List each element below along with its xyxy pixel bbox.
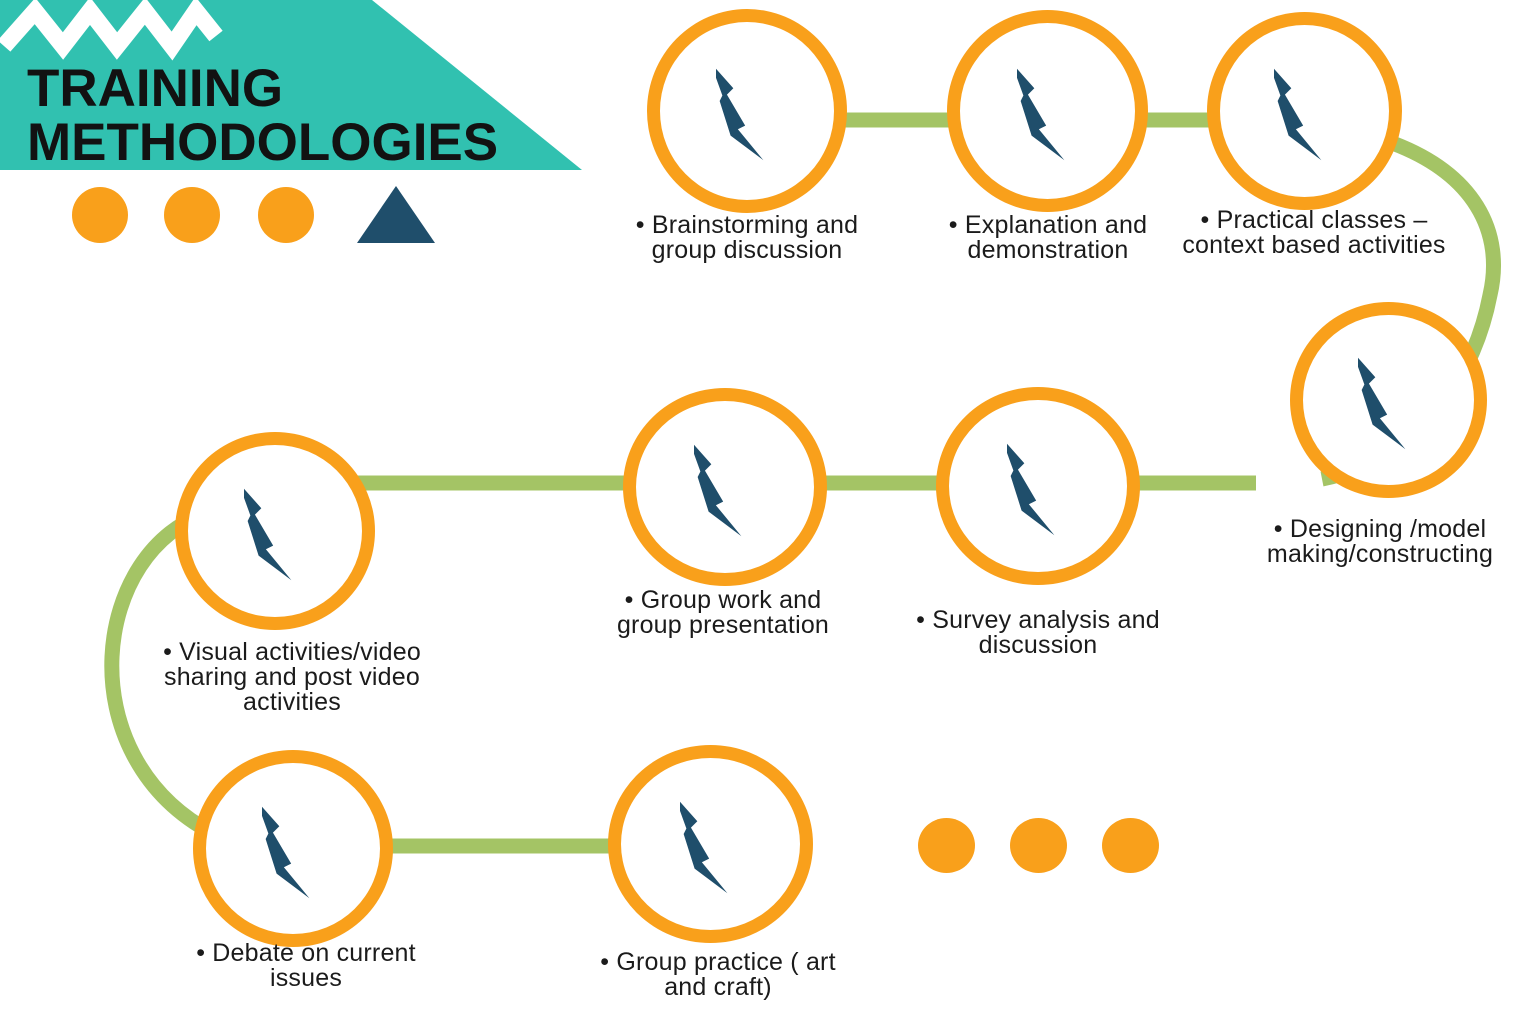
node-label-group-work: • Group work and group presentation: [616, 586, 830, 639]
lightning-bolt-icon: [1007, 432, 1069, 540]
node-practical-classes-circle: [1207, 12, 1402, 210]
lightning-bolt-icon: [1274, 57, 1336, 165]
node-label-visual-activities: • Visual activities/video sharing and po…: [163, 638, 421, 716]
connector-curve-left: [104, 504, 216, 840]
node-survey-analysis-circle: [936, 387, 1140, 585]
node-explanation-circle: [947, 10, 1148, 212]
lightning-bolt-icon: [1358, 346, 1420, 454]
node-debate-circle: [193, 750, 393, 947]
title-dot-icon: [164, 187, 220, 243]
lightning-bolt-icon: [716, 57, 778, 165]
lightning-bolt-icon: [1017, 57, 1079, 165]
node-label-brainstorming: • Brainstorming and group discussion: [635, 211, 859, 264]
lightning-bolt-icon: [694, 433, 756, 541]
node-label-debate: • Debate on current issues: [196, 939, 416, 992]
lightning-bolt-icon: [262, 795, 324, 903]
footer-dot-icon: [918, 818, 975, 873]
title-dot-icon: [72, 187, 128, 243]
page-title: TRAINING METHODOLOGIES: [27, 59, 499, 172]
node-group-work-circle: [623, 388, 827, 586]
node-visual-activities-circle: [175, 432, 375, 630]
footer-dot-icon: [1102, 818, 1159, 873]
node-label-designing: • Designing /model making/constructing: [1266, 515, 1494, 568]
title-dot-icon: [258, 187, 314, 243]
footer-dot-icon: [1010, 818, 1067, 873]
node-group-practice-circle: [608, 745, 813, 943]
node-label-practical-classes: • Practical classes – context based acti…: [1182, 206, 1446, 259]
node-label-survey-analysis: • Survey analysis and discussion: [916, 606, 1160, 659]
lightning-bolt-icon: [244, 477, 306, 585]
node-label-group-practice: • Group practice ( art and craft): [600, 948, 836, 1001]
lightning-bolt-icon: [680, 790, 742, 898]
zigzag-icon: [0, 0, 223, 61]
node-designing-circle: [1290, 302, 1487, 498]
node-brainstorming-circle: [647, 9, 847, 213]
node-label-explanation: • Explanation and demonstration: [948, 211, 1148, 264]
